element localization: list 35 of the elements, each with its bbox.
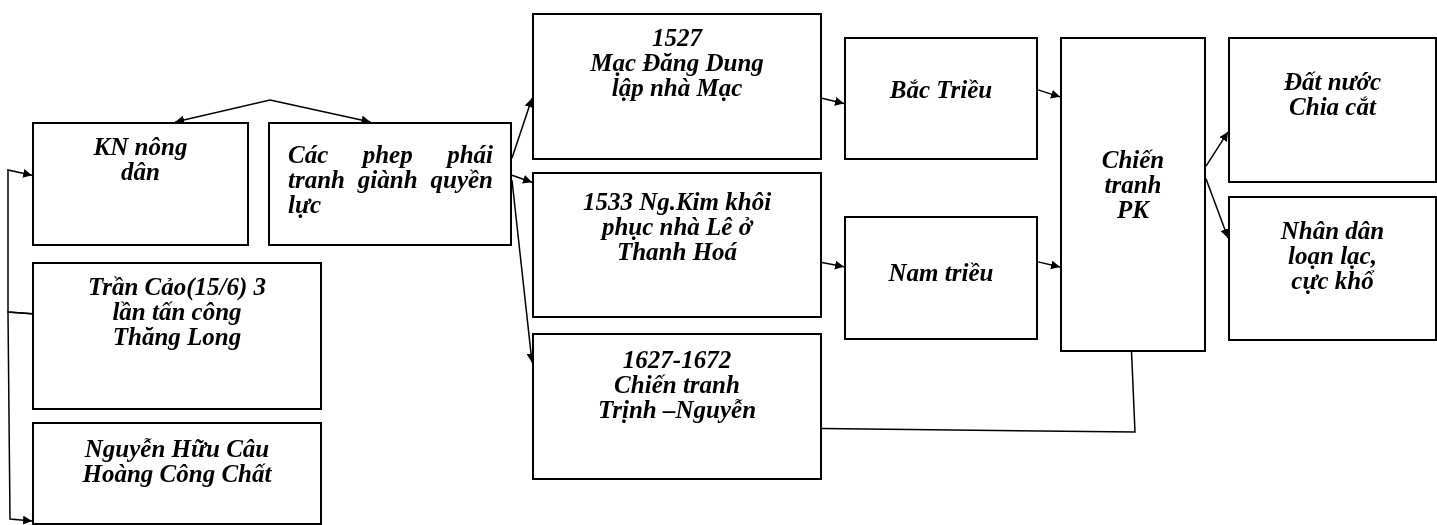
text-box — [1228, 37, 1437, 183]
box-text: Bắc Triều — [889, 77, 993, 102]
text-box — [532, 13, 822, 160]
text-box — [32, 422, 322, 525]
text-box — [32, 262, 322, 410]
arrow — [511, 174, 533, 184]
box-text: Nam triều — [888, 260, 994, 285]
arrow — [269, 99, 372, 125]
box-text: 1627-1672 — [622, 347, 732, 372]
text-box — [532, 333, 822, 480]
box-text: Mạc Đăng Dung lập nhà Mạc — [589, 50, 765, 100]
box-text: Các phep phái tranh giành quyền lực — [288, 142, 493, 217]
arrow — [1037, 260, 1061, 270]
box-text: Chiến tranh Trịnh –Nguyễn — [596, 372, 758, 422]
arrow — [1205, 131, 1229, 167]
arrow — [174, 99, 271, 125]
box-text: Trần Cảo(15/6) 3 lần tấn công Thăng Long — [86, 274, 268, 349]
arrow — [7, 311, 33, 525]
text-box — [532, 172, 822, 318]
box-text: 1527 — [652, 25, 702, 50]
text-box — [844, 216, 1038, 340]
box-text: KN nông dân — [93, 134, 188, 184]
text-box — [1060, 37, 1206, 352]
text-box — [844, 37, 1038, 160]
box-text: Nguyễn Hữu Câu Hoàng Công Chất — [81, 436, 273, 486]
box-text: 1533 Ng.Kim khôi phục nhà Lê ở Thanh Hoá — [581, 189, 773, 264]
text-box — [32, 122, 249, 246]
text-box — [268, 122, 512, 246]
box-text: Nhân dân loạn lạc, cực khổ — [1279, 218, 1386, 293]
text-box — [1228, 196, 1437, 341]
arrow — [821, 260, 845, 270]
box-text: Chiến tranh PK — [1100, 147, 1166, 222]
arrow — [1037, 89, 1061, 99]
arrow — [821, 97, 845, 106]
box-text: Đất nước Chia cắt — [1282, 69, 1383, 119]
